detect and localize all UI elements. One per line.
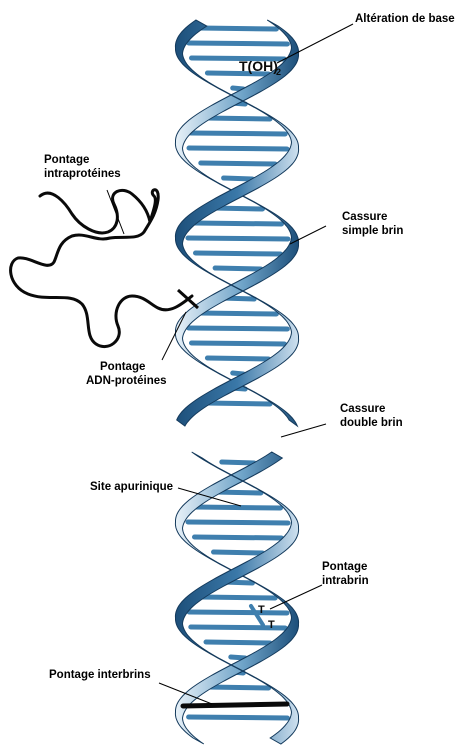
- base-pair-rung: [230, 85, 246, 92]
- labels: Altération de base Pontage intraprotéine…: [44, 13, 455, 681]
- leader-intraprotein: [106, 189, 125, 235]
- label-intrastrand-line1: Pontage: [322, 561, 367, 573]
- base-pair-rung: [188, 624, 288, 631]
- base-pair-rung: [204, 355, 272, 362]
- base-pair-rung: [197, 25, 279, 32]
- leader-lines: [106, 23, 354, 705]
- label-interstrand: Pontage interbrins: [49, 669, 151, 681]
- base-pair-rung: [186, 40, 290, 47]
- base-pair-rung: [189, 55, 287, 62]
- label-double-strand-line2: double brin: [340, 417, 403, 429]
- label-apurinic-site: Site apurinique: [90, 481, 173, 493]
- label-single-strand-line2: simple brin: [342, 225, 403, 237]
- leader-apurinic: [177, 487, 242, 507]
- base-alteration-mark-text: T(OH): [239, 58, 278, 74]
- base-pair-rung: [185, 235, 291, 242]
- base-pair-rung: [204, 684, 272, 691]
- label-dna-protein-line2: ADN-protéines: [86, 375, 167, 387]
- intrastrand-marks: T T: [249, 604, 275, 631]
- label-intrastrand-line2: intrabrin: [322, 575, 369, 587]
- base-alteration-mark-subscript: 2: [276, 67, 281, 77]
- base-pair-rung: [203, 639, 273, 646]
- base-pair-rung: [189, 340, 287, 347]
- intrastrand-link: [249, 604, 265, 627]
- base-pair-rung: [221, 175, 255, 182]
- base-pair-rung: [219, 459, 257, 466]
- strand-b-lower: [174, 451, 300, 745]
- base-pair-rung: [185, 519, 291, 526]
- base-pair-rung: [204, 70, 272, 77]
- dna-protein-crosslink-link: [176, 288, 200, 310]
- svg-text:T(OH): T(OH): [239, 58, 278, 74]
- leader-interstrand: [158, 682, 213, 705]
- base-pair-rung: [198, 160, 278, 167]
- base-pair-rung: [186, 145, 290, 152]
- leader-base-alteration: [276, 23, 354, 64]
- base-pair-rung: [211, 549, 265, 556]
- interstrand-crosslink-rung: [180, 701, 290, 709]
- label-intraprotein-line1: Pontage: [44, 154, 89, 166]
- base-pair-rung: [192, 534, 284, 541]
- label-base-alteration: Altération de base: [355, 13, 455, 25]
- label-intraprotein-line2: intraprotéines: [44, 168, 121, 180]
- base-pair-rung: [203, 115, 273, 122]
- label-dna-protein-line1: Pontage: [100, 361, 145, 373]
- base-pair-rung: [198, 594, 278, 601]
- helix-lower: [174, 451, 300, 745]
- base-pair-rung: [186, 714, 290, 721]
- leader-intrastrand: [269, 584, 323, 610]
- base-pair-rung: [203, 400, 273, 407]
- strand-a-lower: [174, 451, 300, 745]
- intrastrand-mark-b: T: [268, 619, 275, 631]
- base-pair-rung: [192, 220, 284, 227]
- protein-chain: [9, 188, 194, 349]
- leader-double-strand: [280, 423, 327, 438]
- base-pair-rung: [188, 130, 288, 137]
- helix-lower-strands: [174, 451, 300, 745]
- helix-upper: [174, 19, 300, 428]
- base-pair-rung: [197, 310, 279, 317]
- base-pair-rung: [186, 325, 290, 332]
- leader-dna-protein: [161, 311, 187, 361]
- strand-a-upper: [174, 19, 300, 428]
- base-pair-rung: [211, 205, 265, 212]
- label-double-strand-line1: Cassure: [340, 403, 385, 415]
- base-alteration-mark: T(OH) 2: [239, 58, 281, 77]
- base-pair-rung: [212, 265, 264, 272]
- base-pair-rung: [193, 504, 283, 511]
- base-pair-rung: [186, 609, 290, 616]
- base-pair-rung: [193, 250, 283, 257]
- intrastrand-mark-a: T: [258, 604, 265, 616]
- base-pair-rung: [230, 370, 246, 377]
- leader-single-strand: [289, 225, 327, 245]
- label-single-strand-line1: Cassure: [342, 211, 387, 223]
- strand-b-upper: [174, 19, 300, 427]
- base-pair-rung: [228, 654, 248, 661]
- helix-upper-strands: [174, 19, 300, 428]
